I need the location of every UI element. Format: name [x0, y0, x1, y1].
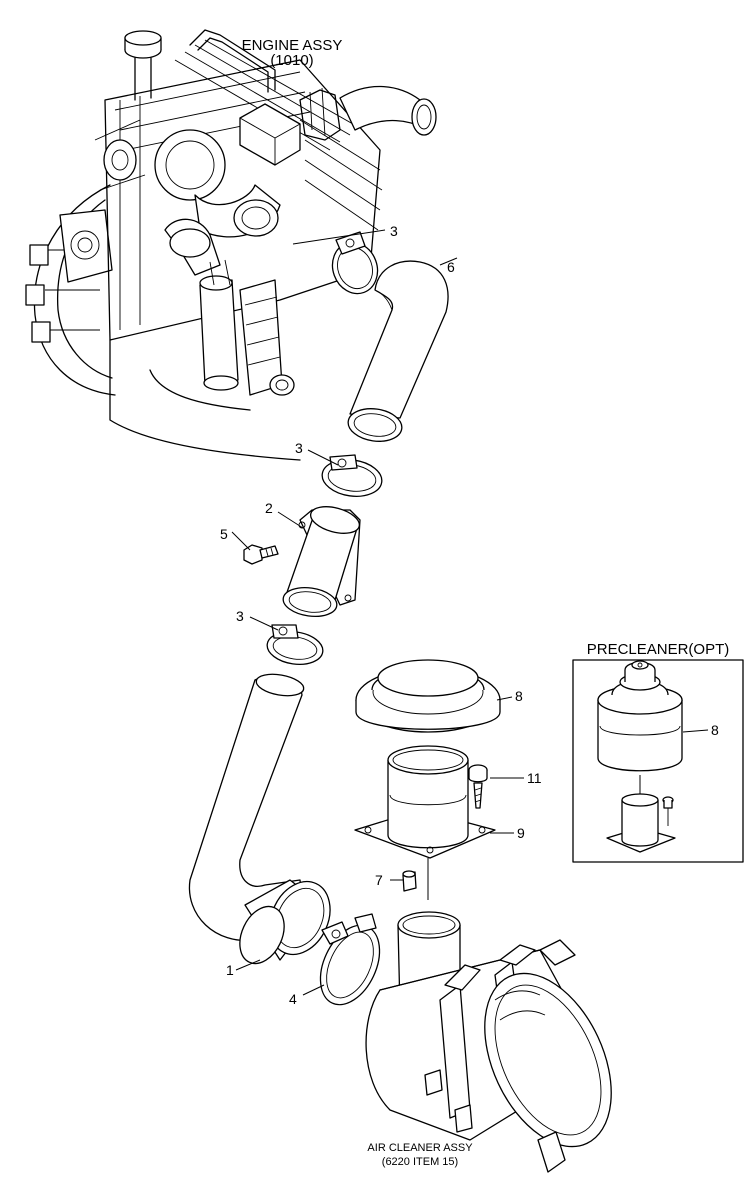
air-cleaner-caption-line2: (6220 ITEM 15)	[382, 1156, 458, 1168]
part-3-hose-clamp-middle	[321, 454, 383, 497]
part-4-large-clamp	[319, 913, 381, 1006]
callout-2: 2	[265, 500, 273, 516]
air-cleaner-caption-line1: AIR CLEANER ASSY	[367, 1142, 473, 1154]
callout-9: 9	[517, 825, 525, 841]
part-6-upper-hose	[347, 260, 449, 442]
callout-3-lower: 3	[236, 608, 244, 624]
callout-1: 1	[226, 962, 234, 978]
part-9-inlet-pipe-flange	[354, 745, 496, 900]
callout-7: 7	[375, 872, 383, 888]
part-5-bolt	[243, 544, 279, 565]
callout-8: 8	[515, 688, 523, 704]
air-cleaner-assembly	[365, 911, 612, 1173]
callout-8-precleaner: 8	[711, 722, 719, 738]
engine-assy-caption-line2: (1010)	[270, 52, 313, 69]
precleaner-caption: PRECLEANER(OPT)	[587, 641, 730, 658]
precleaner-option-box	[572, 659, 744, 863]
part-1-lower-hose	[188, 673, 331, 965]
leader-lines	[231, 229, 709, 996]
callout-3-middle: 3	[295, 440, 303, 456]
engine-assy-caption-line1: ENGINE ASSY	[242, 37, 343, 54]
part-7-service-indicator	[402, 870, 417, 892]
part-3-hose-clamp-lower	[266, 624, 324, 665]
part-3-hose-clamp-upper	[331, 231, 379, 295]
callout-5: 5	[220, 526, 228, 542]
callout-3-upper: 3	[390, 223, 398, 239]
callout-6: 6	[447, 259, 455, 275]
engine-assembly	[25, 29, 437, 461]
callout-11: 11	[527, 770, 542, 786]
part-8-rain-cap	[355, 659, 501, 733]
part-2-adapter-elbow	[282, 506, 361, 618]
part-11-bolt	[468, 764, 488, 809]
callout-4: 4	[289, 991, 297, 1007]
